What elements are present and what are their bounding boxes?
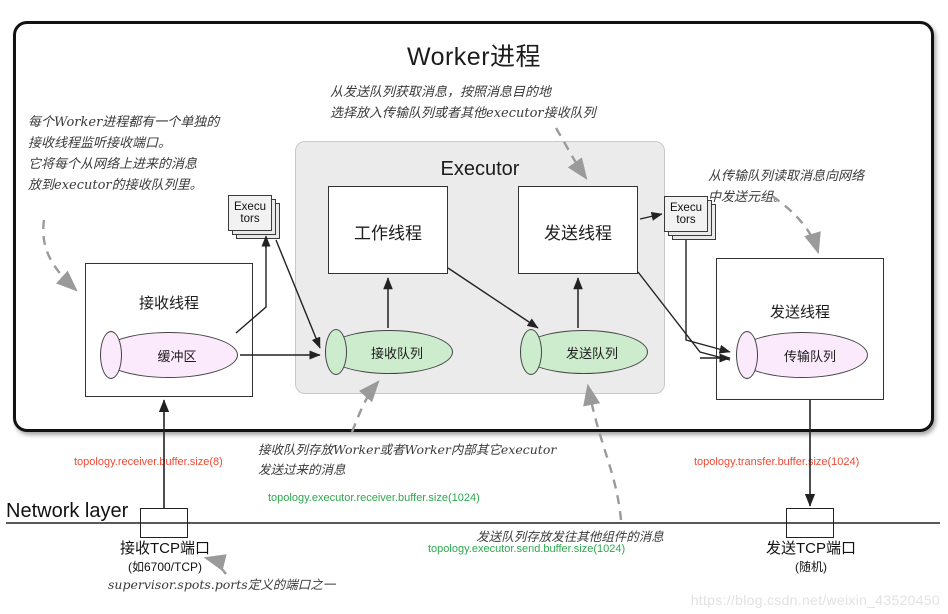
executors-stack-front: [664, 196, 708, 232]
buffer-cylinder: 缓冲区: [100, 331, 238, 379]
executors-label-line2: tors: [676, 214, 696, 226]
transfer-queue-label: 传输队列: [783, 348, 836, 364]
executors-label-line2: tors: [240, 213, 260, 225]
config-executor-receiver-buffer-size: topology.executor.receiver.buffer.size(1…: [268, 492, 480, 504]
receive-tcp-port-label-group: 接收TCP端口 (如6700/TCP): [90, 540, 240, 576]
annotation-receive-thread: 每个Worker进程都有一个单独的 接收线程监听接收端口。 它将每个从网络上进来…: [28, 115, 220, 193]
send-tcp-port-box: [786, 508, 834, 538]
executor-send-thread-label: 发送线程: [544, 224, 612, 243]
config-executor-send-buffer-size: topology.executor.send.buffer.size(1024): [428, 543, 626, 555]
receive-queue-cap: [325, 329, 347, 375]
send-queue-cylinder: 发送队列: [520, 329, 648, 375]
page-title: Worker进程: [406, 43, 542, 71]
config-receiver-buffer-size: topology.receiver.buffer.size(8): [74, 456, 223, 468]
receive-tcp-port-sublabel: (如6700/TCP): [127, 560, 203, 574]
executors-stack-right-icon: Execu tors: [664, 196, 716, 240]
receive-tcp-port-box: [140, 508, 188, 538]
executor-send-thread-box: 发送线程: [518, 186, 638, 274]
send-thread-box: 发送线程: [716, 258, 884, 400]
executors-stack-right-label: Execu tors: [664, 196, 708, 232]
send-tcp-port-sublabel: (随机): [795, 560, 827, 574]
receive-thread-box: 接收线程: [85, 263, 253, 397]
watermark: https://blog.csdn.net/weixin_43520450: [690, 592, 940, 608]
executors-label-line1: Execu: [670, 201, 702, 214]
send-tcp-port-label-group: 发送TCP端口 (随机): [736, 540, 886, 576]
annotation-supervisor-ports: supervisor.spots.ports定义的端口之一: [108, 577, 336, 592]
executors-stack-front: [228, 195, 272, 231]
transfer-queue-cylinder: 传输队列: [736, 331, 868, 379]
buffer-cylinder-body: [100, 332, 238, 378]
send-thread-label: 发送线程: [769, 304, 830, 321]
annotation-send-queue: 发送队列存放发往其他组件的消息: [476, 529, 664, 544]
executor-panel-title: Executor: [440, 158, 520, 180]
config-transfer-buffer-size: topology.transfer.buffer.size(1024): [694, 456, 860, 468]
executors-label-line1: Execu: [234, 200, 266, 213]
receive-queue-cylinder: 接收队列: [325, 329, 453, 375]
worker-thread-box: 工作线程: [328, 186, 448, 274]
buffer-cylinder-cap: [100, 331, 122, 379]
executors-stack-left-icon: Execu tors: [228, 195, 280, 239]
executors-stack-left-label: Execu tors: [228, 195, 272, 231]
receive-tcp-port-label: 接收TCP端口: [119, 540, 210, 557]
receive-queue-label: 接收队列: [370, 345, 423, 361]
network-layer-label: Network layer: [6, 500, 129, 522]
buffer-label: 缓冲区: [157, 348, 197, 364]
annotation-transfer-queue: 从传输队列读取消息向网络 中发送元组。: [708, 169, 865, 205]
annotation-send-thread: 从发送队列获取消息，按照消息目的地 选择放入传输队列或者其他executor接收…: [330, 85, 596, 121]
send-queue-cap: [520, 329, 542, 375]
annotation-receive-queue: 接收队列存放Worker或者Worker内部其它executor 发送过来的消息: [258, 442, 557, 477]
send-queue-label: 发送队列: [565, 345, 618, 361]
receive-thread-label: 接收线程: [138, 295, 199, 312]
transfer-queue-body: [736, 332, 868, 378]
send-tcp-port-label: 发送TCP端口: [765, 540, 856, 557]
transfer-queue-cap: [736, 331, 758, 379]
worker-thread-label: 工作线程: [354, 224, 422, 243]
